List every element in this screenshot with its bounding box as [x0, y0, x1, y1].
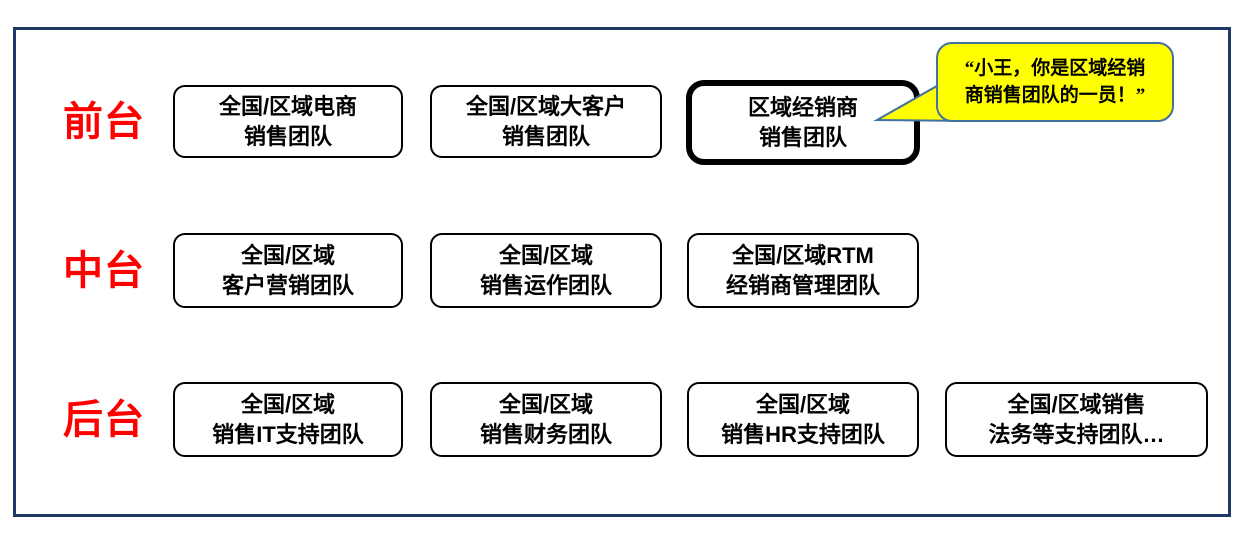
- box-line: 销售团队: [501, 123, 590, 149]
- box-sales-operations-team: 全国/区域 销售运作团队: [430, 233, 662, 308]
- box-line: 销售运作团队: [479, 272, 612, 298]
- box-rtm-distributor-management-team: 全国/区域RTM 经销商管理团队: [687, 233, 919, 308]
- box-line: 销售团队: [758, 124, 847, 150]
- box-line: 全国/区域RTM: [732, 242, 874, 268]
- box-customer-marketing-team: 全国/区域 客户营销团队: [173, 233, 403, 308]
- box-sales-hr-support-team: 全国/区域 销售HR支持团队: [687, 382, 919, 457]
- callout-text: “小王，你是区域经销 商销售团队的一员！”: [937, 43, 1173, 121]
- box-sales-it-support-team: 全国/区域 销售IT支持团队: [173, 382, 403, 457]
- box-sales-legal-support-team: 全国/区域销售 法务等支持团队…: [945, 382, 1208, 457]
- box-line: 全国/区域: [498, 242, 594, 268]
- row-label-front-office: 前台: [63, 100, 145, 144]
- box-line: 客户营销团队: [221, 272, 354, 298]
- callout-line: 商销售团队的一员！”: [964, 85, 1146, 106]
- box-line: 销售IT支持团队: [212, 421, 364, 447]
- row-label-middle-office: 中台: [63, 249, 145, 293]
- box-line: 全国/区域: [498, 391, 594, 417]
- box-line: 销售团队: [243, 123, 332, 149]
- box-regional-distributor-sales-team: 区域经销商 销售团队: [686, 80, 920, 165]
- box-line: 全国/区域大客户: [465, 93, 627, 119]
- box-line: 销售财务团队: [479, 421, 612, 447]
- box-line: 全国/区域: [755, 391, 851, 417]
- callout-line: “小王，你是区域经销: [964, 58, 1146, 79]
- row-label-back-office: 后台: [63, 398, 145, 442]
- box-line: 全国/区域: [240, 391, 336, 417]
- box-line: 销售HR支持团队: [721, 421, 885, 447]
- box-line: 全国/区域: [240, 242, 336, 268]
- box-line: 区域经销商: [747, 94, 858, 120]
- box-line: 全国/区域销售: [1007, 391, 1146, 417]
- box-line: 经销商管理团队: [725, 272, 880, 298]
- box-ecommerce-sales-team: 全国/区域电商 销售团队: [173, 85, 403, 158]
- box-line: 全国/区域电商: [218, 93, 358, 119]
- box-line: 法务等支持团队…: [988, 421, 1165, 447]
- box-key-account-sales-team: 全国/区域大客户 销售团队: [430, 85, 662, 158]
- box-sales-finance-team: 全国/区域 销售财务团队: [430, 382, 662, 457]
